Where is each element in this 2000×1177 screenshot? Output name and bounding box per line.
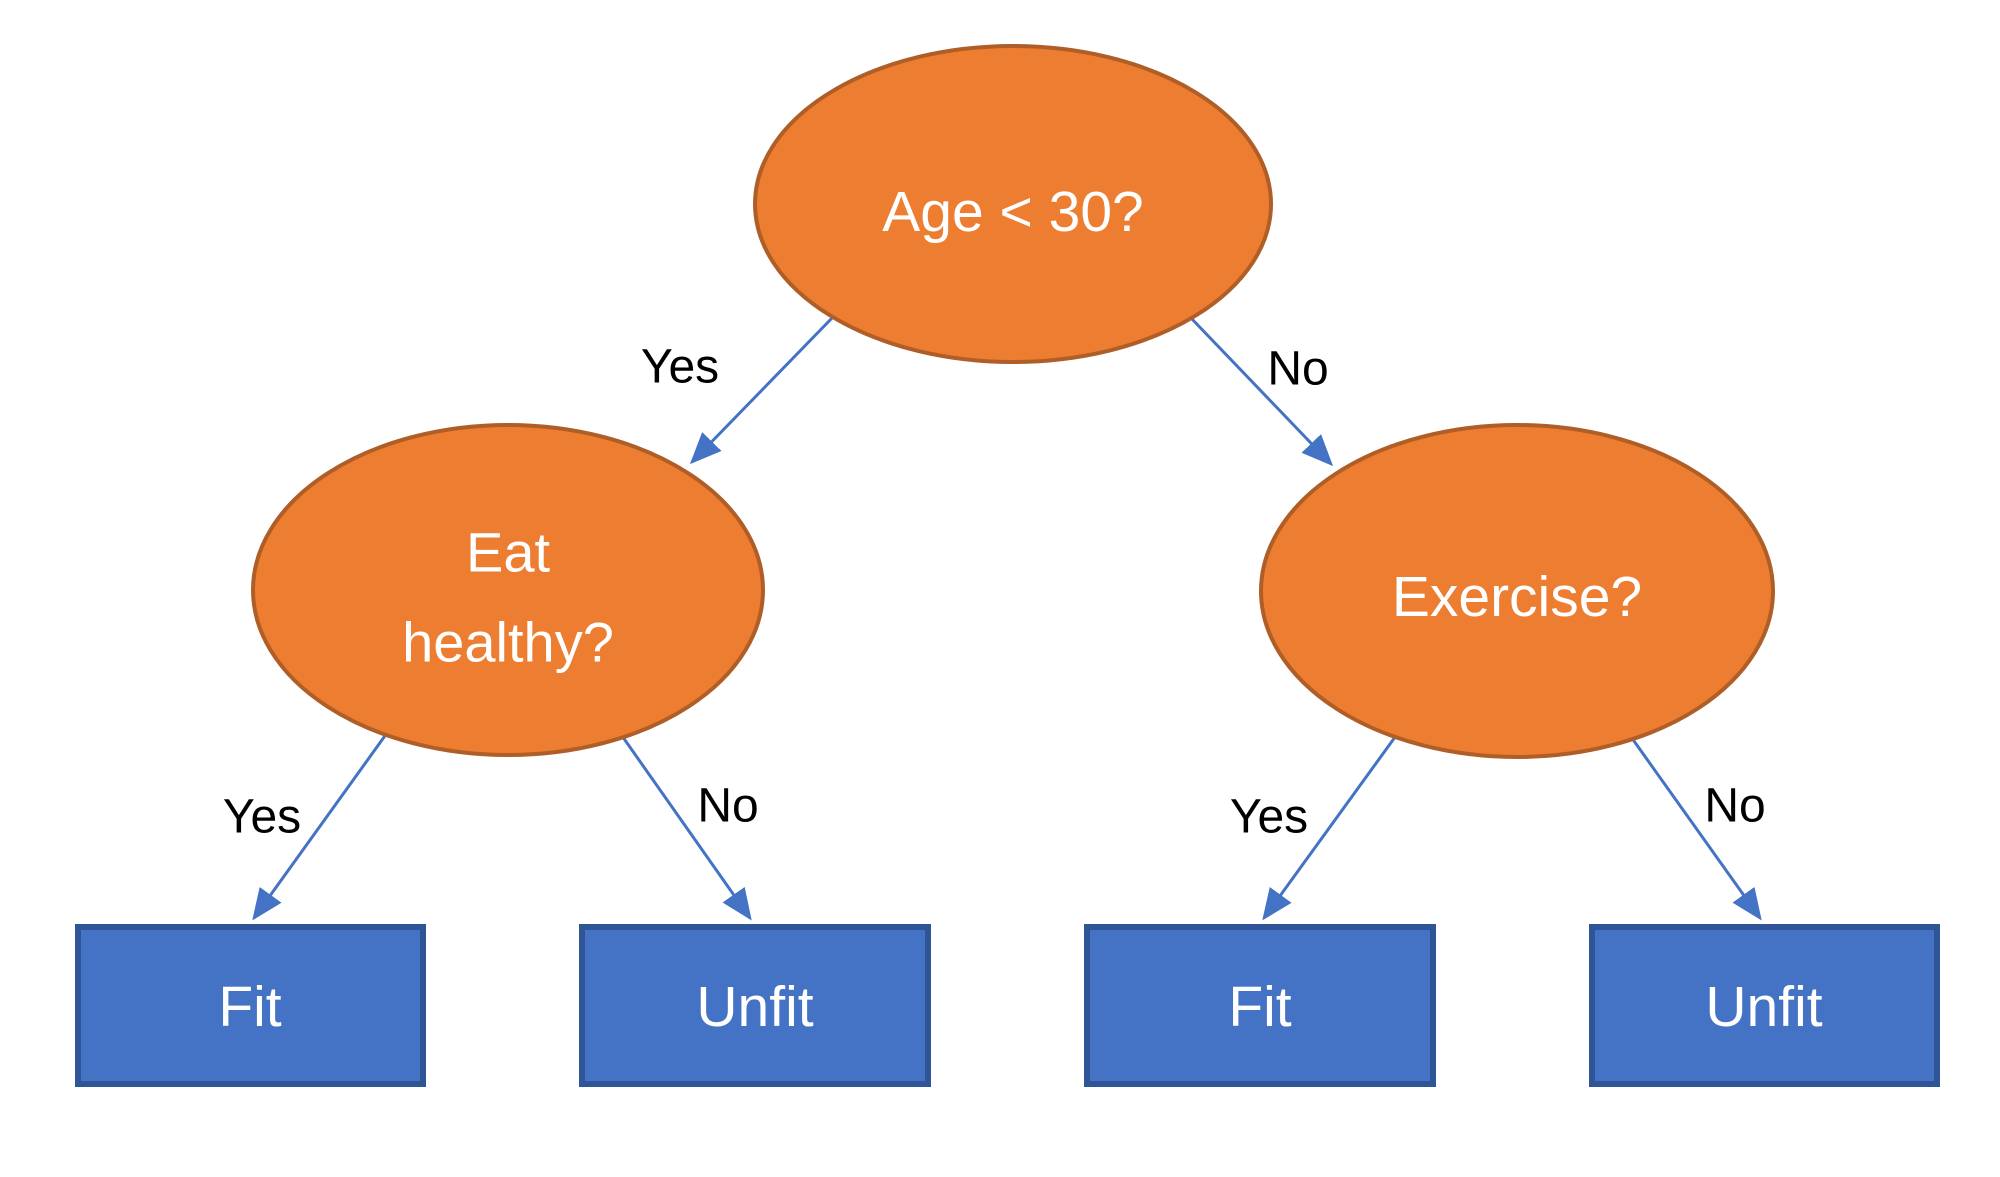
edge-label-exercise-yes: Yes [1230,791,1308,844]
leaf-node-fit-right: Fit [1084,924,1436,1087]
leaf-node-unfit-left-label: Unfit [696,975,813,1039]
edge-label-root-no: No [1267,343,1328,396]
leaf-node-unfit-left: Unfit [579,924,931,1087]
edge-lines [252,315,1762,921]
leaf-node-unfit-right-shape [1589,924,1940,1087]
leaf-node-fit-left: Fit [75,924,426,1087]
edge-eat-yes-arrow [252,732,389,921]
decision-node-eat-healthy: Eat healthy? [251,423,765,757]
edge-exercise-no-arrow [1627,733,1762,921]
decision-node-exercise-shape [1259,423,1775,759]
edge-label-eat-yes: Yes [223,791,301,844]
leaf-node-fit-left-label: Fit [218,975,281,1039]
leaf-node-fit-right-label: Fit [1228,975,1291,1039]
decision-node-age-label: Age < 30? [882,180,1143,244]
edge-label-eat-no: No [697,780,758,833]
edge-root-yes-arrow [689,315,835,465]
edge-eat-no-arrow [618,732,752,921]
edge-root-no-arrow [1189,316,1334,467]
leaf-node-fit-left-shape [75,924,426,1087]
decision-node-exercise-label: Exercise? [1392,565,1642,629]
decision-node-eat-healthy-label-line1: Eat [466,521,550,584]
edge-label-exercise-no: No [1704,780,1765,833]
decision-node-eat-healthy-shape [251,423,765,757]
leaf-node-unfit-left-shape [579,924,931,1087]
decision-node-age: Age < 30? [753,44,1273,364]
leaf-node-unfit-right-label: Unfit [1705,975,1822,1039]
edge-label-root-yes: Yes [641,341,719,394]
decision-node-exercise: Exercise? [1259,423,1775,759]
decision-node-eat-healthy-label-line2: healthy? [402,611,614,674]
decision-node-age-shape [753,44,1273,364]
leaf-node-unfit-right: Unfit [1589,924,1940,1087]
leaf-node-fit-right-shape [1084,924,1436,1087]
edge-exercise-yes-arrow [1262,732,1400,921]
